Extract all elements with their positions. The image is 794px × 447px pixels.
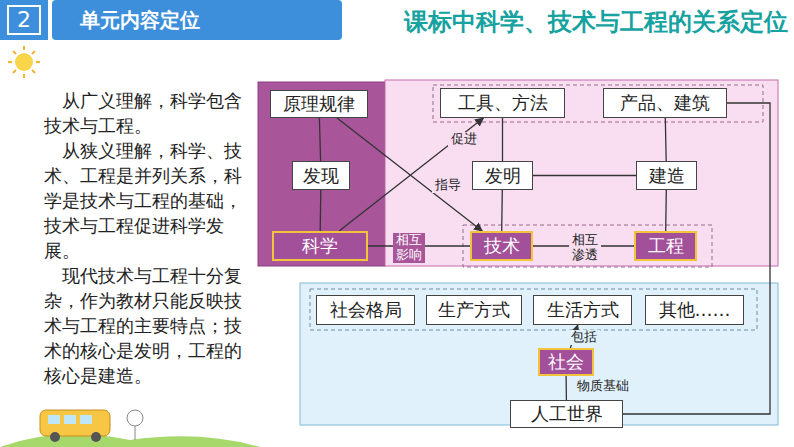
connector-label: 相互 影响 [393, 233, 425, 263]
connector-label: 促进 [448, 132, 480, 147]
node-text: 生活方式 [547, 300, 619, 320]
concept-box: 生产方式 [426, 295, 522, 325]
bus-window [80, 415, 92, 424]
node-text: 工程 [648, 236, 684, 256]
connector-label: 包括 [568, 330, 600, 345]
concept-box: 生活方式 [533, 295, 632, 325]
bus-wheel [50, 432, 60, 442]
connector [623, 103, 770, 414]
science-region [258, 82, 385, 266]
concept-box: 原理规律 [270, 90, 368, 118]
connector [533, 175, 636, 176]
section-number: 2 [16, 6, 32, 34]
concept-box: 工具、方法 [440, 88, 565, 118]
node-text: 建造 [649, 166, 685, 186]
sign-post [135, 426, 136, 440]
highlight-box: 技术 [470, 231, 533, 261]
node-text: 社会格局 [330, 300, 402, 320]
header-tab [52, 0, 342, 40]
connector [319, 118, 320, 161]
highlight-box: 科学 [272, 231, 368, 261]
connector [502, 118, 503, 161]
sun-rays [8, 46, 40, 78]
concept-box: 人工世界 [510, 400, 623, 428]
connector [320, 190, 322, 231]
node-text: 其他…… [659, 300, 731, 320]
node-text: 技术 [484, 236, 520, 256]
bus-icon [40, 410, 110, 436]
bus-wheel [91, 432, 101, 442]
node-text: 产品、建筑 [620, 93, 710, 113]
group-dashed-box [463, 225, 712, 267]
bus-window [64, 415, 76, 424]
node-text: 工具、方法 [458, 93, 548, 113]
connector [665, 118, 667, 161]
body-paragraph: 从狭义理解，科学、技术、工程是并列关系，科学是技术与工程的基础，技术与工程促进科… [44, 138, 258, 263]
node-text: 发现 [303, 166, 339, 186]
section-heading: 单元内容定位 [80, 7, 200, 33]
number-tab [0, 0, 48, 40]
node-text: 发明 [485, 166, 521, 186]
concept-box: 社会格局 [316, 295, 415, 325]
number-frame [8, 6, 40, 34]
group-dashed-box [310, 289, 757, 330]
node-text: 科学 [302, 236, 338, 256]
body-paragraph: 从广义理解，科学包含技术与工程。 [44, 88, 258, 138]
group-dashed-box [433, 85, 763, 122]
connector-label: 相互 渗透 [569, 233, 601, 263]
highlight-box: 社会 [538, 348, 594, 376]
sun-icon [15, 53, 33, 71]
node-text: 社会 [548, 352, 584, 372]
connector [339, 118, 483, 231]
connector-label: 物质基础 [572, 379, 634, 394]
concept-box: 其他…… [645, 295, 744, 325]
concept-box: 发现 [292, 161, 350, 190]
society-region [300, 283, 778, 425]
connector [565, 376, 567, 400]
sign-icon [127, 410, 143, 426]
node-text: 生产方式 [438, 300, 510, 320]
concept-box: 发明 [472, 161, 533, 190]
slide-title: 课标中科学、技术与工程的关系定位 [404, 6, 788, 38]
concept-box: 产品、建筑 [603, 88, 727, 118]
technology-region [385, 80, 778, 266]
connector [337, 118, 482, 231]
body-paragraph: 现代技术与工程十分复杂，作为教材只能反映技术与工程的主要特点；技术的核心是发明，… [44, 263, 258, 388]
node-text: 人工世界 [531, 404, 603, 424]
highlight-box: 工程 [634, 231, 697, 261]
concept-box: 建造 [636, 161, 697, 190]
bus-window [48, 415, 60, 424]
node-text: 原理规律 [283, 94, 355, 114]
connector [501, 190, 503, 231]
connector [665, 190, 667, 231]
grass [0, 434, 260, 447]
connector-label: 指导 [432, 178, 464, 193]
